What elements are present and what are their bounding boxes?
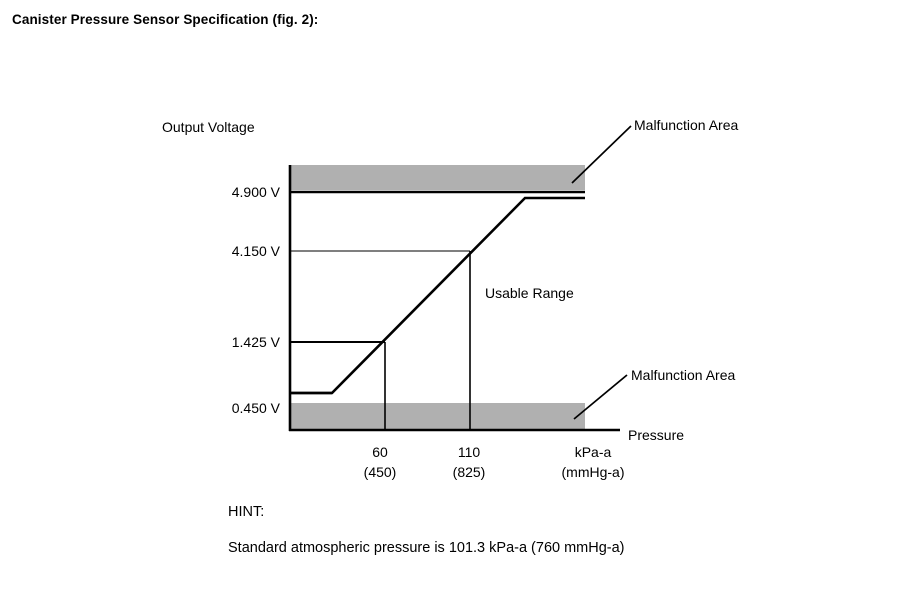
x-axis-tick-secondary: (450) [363, 463, 397, 480]
x-axis-tick-primary: 110 [457, 444, 481, 460]
x-axis-tick-label: 60 (450) [320, 443, 440, 483]
malfunction-area-annotation-top: Malfunction Area [634, 117, 739, 133]
usable-range-annotation: Usable Range [485, 285, 574, 301]
y-axis-title: Output Voltage [162, 119, 255, 135]
leader-line-malfunction-top [571, 125, 632, 184]
malfunction-band-bottom [290, 403, 585, 430]
y-axis-tick-label: 4.150 V [231, 243, 280, 259]
malfunction-band-top [290, 165, 585, 190]
y-axis-tick-label: 0.450 V [231, 400, 280, 416]
x-axis-tick-primary: 60 [372, 444, 388, 460]
leader-line-malfunction-bottom [573, 374, 628, 420]
x-axis-title: Pressure [628, 427, 685, 443]
hint-body: Standard atmospheric pressure is 101.3 k… [228, 540, 625, 556]
y-axis-tick-label: 4.900 V [231, 184, 280, 200]
sensor-output-curve [290, 196, 585, 395]
malfunction-area-annotation-bottom: Malfunction Area [631, 367, 736, 383]
page-title: Canister Pressure Sensor Specification (… [12, 12, 319, 27]
x-axis-tick-secondary: (825) [452, 463, 486, 480]
x-axis-unit-label: kPa-a (mmHg-a) [533, 443, 653, 483]
x-axis-unit-primary: kPa-a [574, 444, 612, 460]
hint-heading: HINT: [228, 504, 265, 520]
x-axis-tick-label: 110 (825) [409, 443, 529, 483]
y-axis-tick-label: 1.425 V [231, 334, 280, 350]
x-axis-unit-secondary: (mmHg-a) [561, 463, 625, 480]
